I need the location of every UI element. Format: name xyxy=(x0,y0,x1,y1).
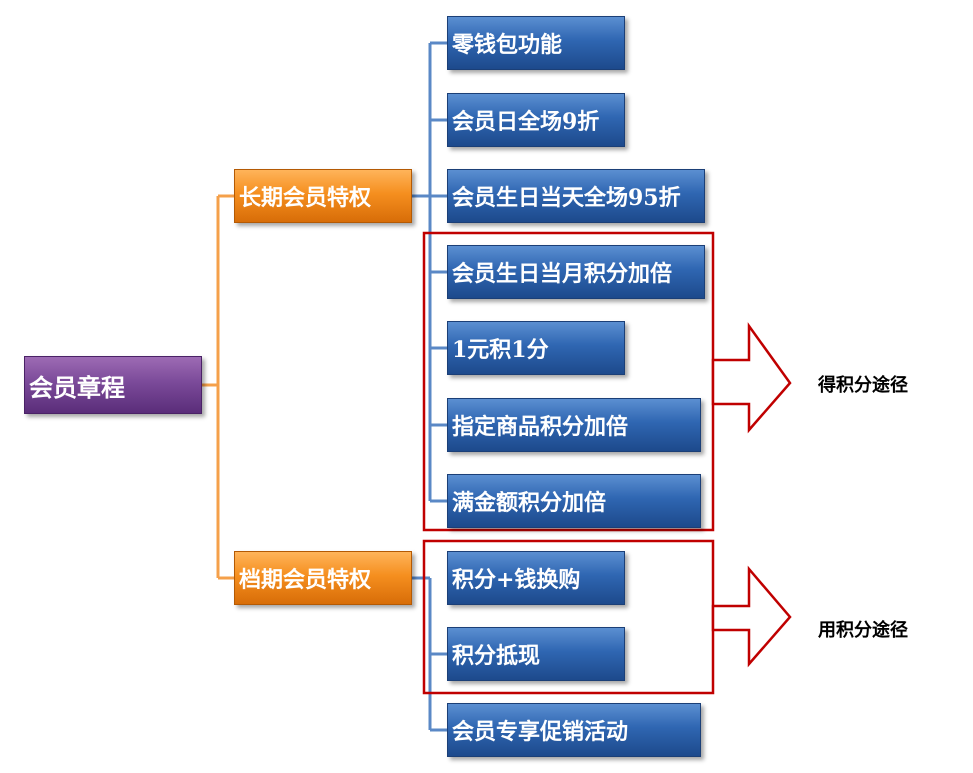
leaf-node: 零钱包功能 xyxy=(447,16,625,70)
leaf-node: 满金额积分加倍 xyxy=(447,474,701,528)
branch-node-period-privileges: 档期会员特权 xyxy=(234,551,412,605)
root-branch-connectors xyxy=(202,194,234,580)
leaf-node: 指定商品积分加倍 xyxy=(447,398,701,452)
leaf-node: 会员日全场9折 xyxy=(447,93,625,147)
leaf-node: 积分抵现 xyxy=(447,627,625,681)
leaf-node: 1元积1分 xyxy=(447,321,625,375)
leaf-node-label: 指定商品积分加倍 xyxy=(452,414,629,440)
leaf-node-label: 积分+钱换购 xyxy=(452,567,581,593)
leaf-node: 会员生日当月积分加倍 xyxy=(447,245,705,299)
earn-points-label: 得积分途径 xyxy=(818,375,908,396)
leaf-node: 会员专享促销活动 xyxy=(447,703,701,757)
leaf-connectors xyxy=(412,41,447,732)
root-node-label: 会员章程 xyxy=(29,372,125,402)
leaf-node-label: 零钱包功能 xyxy=(452,32,563,58)
leaf-node: 会员生日当天全场95折 xyxy=(447,169,705,223)
use-points-label: 用积分途径 xyxy=(818,620,908,641)
leaf-node-label: 会员生日当天全场95折 xyxy=(452,185,681,211)
branch-node-label: 档期会员特权 xyxy=(239,567,372,593)
leaf-node: 积分+钱换购 xyxy=(447,551,625,605)
branch-node-label: 长期会员特权 xyxy=(239,185,372,211)
callout-arrows xyxy=(711,322,792,668)
highlight-boxes xyxy=(422,231,715,695)
use-points-arrow xyxy=(711,565,792,668)
root-node-member-charter: 会员章程 xyxy=(24,356,202,414)
earn-points-arrow xyxy=(711,322,792,434)
leaf-node-label: 满金额积分加倍 xyxy=(452,490,607,516)
leaf-node-label: 会员日全场9折 xyxy=(452,109,600,135)
leaf-node-label: 1元积1分 xyxy=(452,337,549,363)
leaf-node-label: 会员生日当月积分加倍 xyxy=(452,261,673,287)
leaf-node-label: 会员专享促销活动 xyxy=(452,719,629,745)
leaf-node-label: 积分抵现 xyxy=(452,643,541,669)
branch-node-long-term-privileges: 长期会员特权 xyxy=(234,169,412,223)
